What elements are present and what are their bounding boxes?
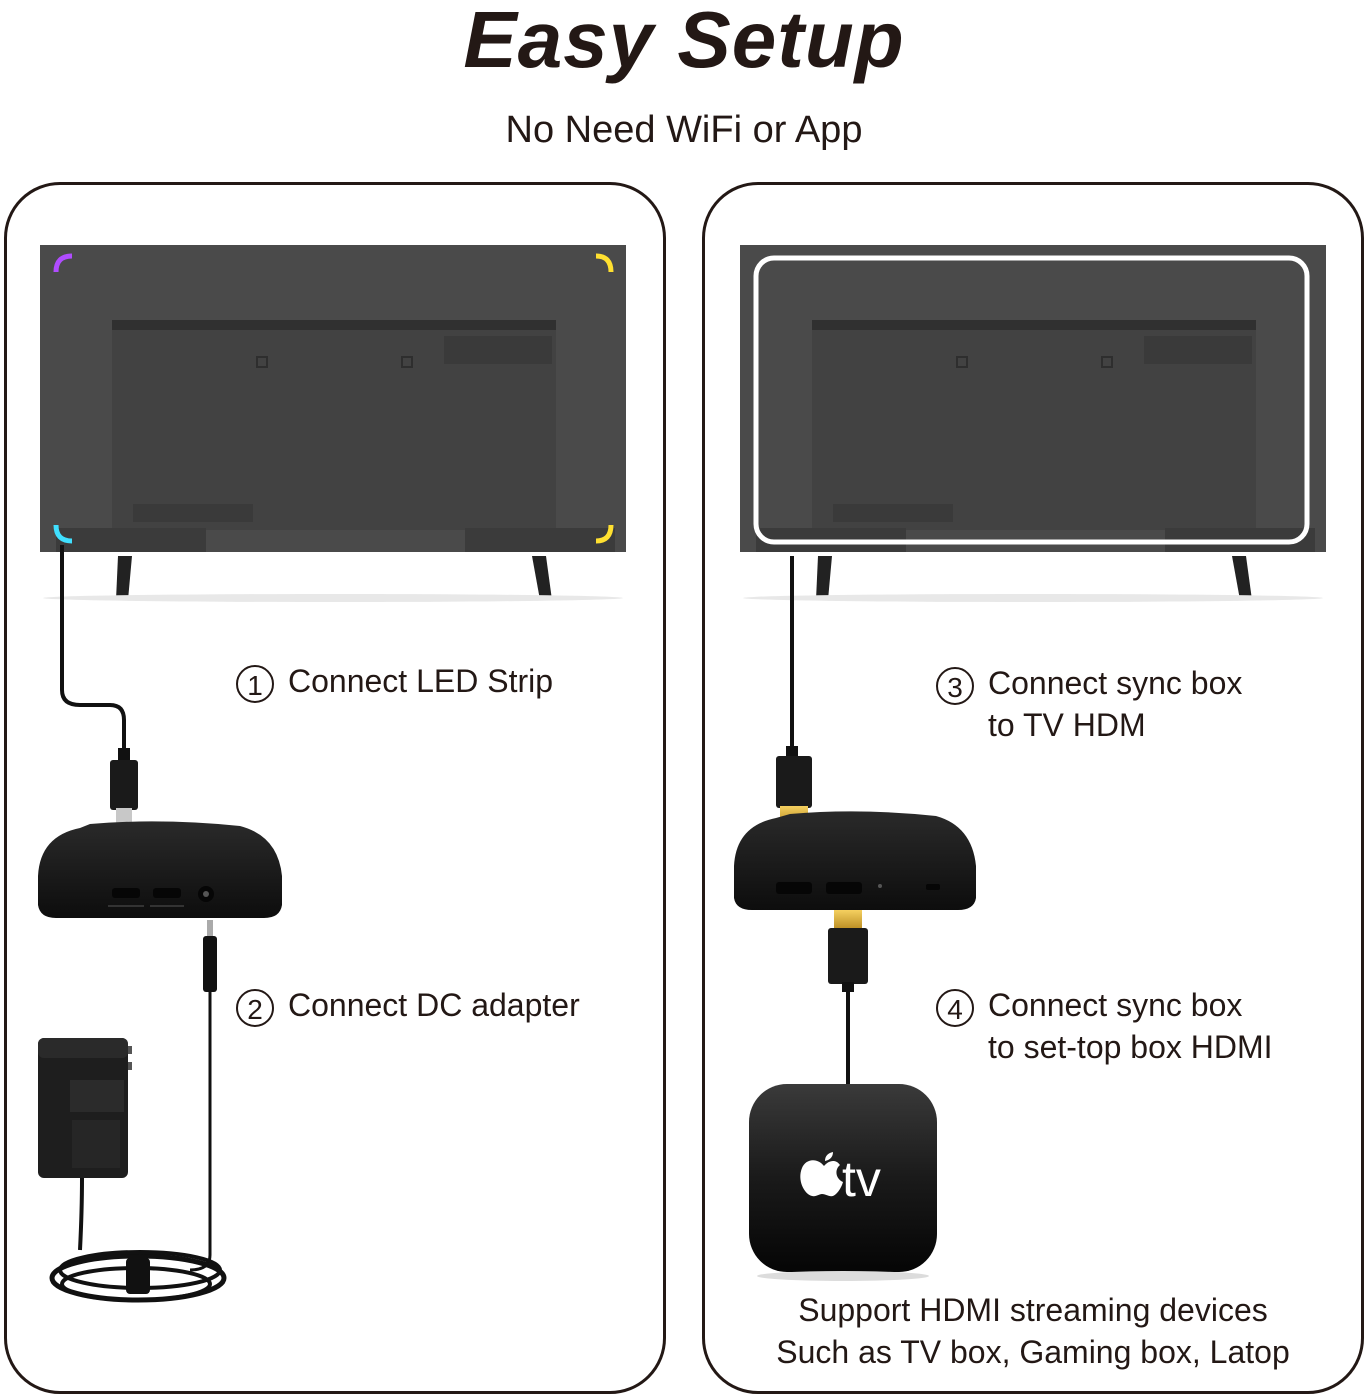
page-subtitle: No Need WiFi or App [505, 109, 863, 151]
dc-cable [189, 992, 212, 1272]
step-2-number: 2 [236, 988, 274, 1027]
step-2-label: Connect DC adapter [288, 987, 580, 1023]
step-4-number: 4 [936, 988, 974, 1027]
step-3: 3 Connect sync box to TV HDM [936, 662, 1242, 746]
usb-c-connector [110, 748, 138, 824]
hdmi-sync-box [734, 811, 976, 910]
apple-logo-icon [800, 1152, 843, 1197]
dc-plug [203, 920, 217, 992]
streaming-device-logo-text: tv [842, 1151, 881, 1207]
tv-back-right [740, 245, 1326, 602]
hdmi-sync-setup-panel [702, 182, 1364, 1394]
step-1-number: 1 [236, 664, 274, 703]
rgb-led-strip [53, 253, 614, 544]
step-2: 2 Connect DC adapter [236, 984, 580, 1027]
step-1-label: Connect LED Strip [288, 663, 554, 699]
step-4-label-line2: to set-top box HDMI [988, 1029, 1273, 1065]
step-3-number: 3 [936, 666, 974, 705]
step-1: 1 Connect LED Strip [236, 660, 553, 703]
page-title: Easy Setup [463, 0, 905, 84]
led-strip-cable [60, 545, 126, 752]
step-3-label-line2: to TV HDM [988, 707, 1146, 743]
support-note-line2: Such as TV box, Gaming box, Latop [776, 1334, 1290, 1370]
hdmi-connector-bottom [828, 910, 868, 992]
led-controller-box [38, 821, 282, 918]
tv-back-left [40, 245, 626, 602]
dc-adapter [38, 1038, 227, 1303]
step-4: 4 Connect sync box to set-top box HDMI [936, 984, 1273, 1068]
streaming-device-box [749, 1084, 937, 1281]
white-led-strip [753, 255, 1310, 545]
led-strip-setup-panel [4, 182, 666, 1394]
support-note-line1: Support HDMI streaming devices [798, 1292, 1268, 1328]
step-4-label-line1: Connect sync box [988, 987, 1243, 1023]
step-3-label-line1: Connect sync box [988, 665, 1243, 701]
